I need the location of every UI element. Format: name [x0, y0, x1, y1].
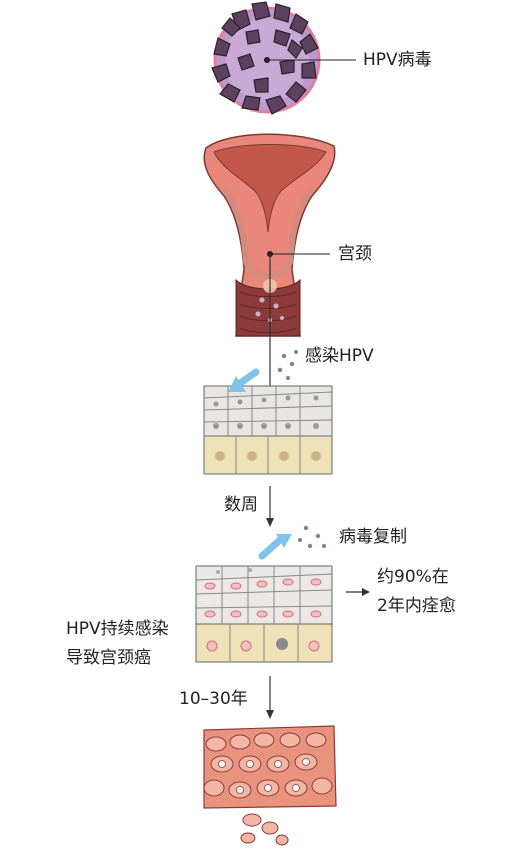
persistent-line-2: 导致宫颈癌	[66, 648, 151, 668]
persistent-line-1: HPV持续感染	[66, 619, 169, 639]
infection-label: 感染HPV	[305, 346, 374, 366]
clearance-line-2: 2年内痊愈	[377, 596, 456, 616]
cervix-label: 宫颈	[338, 244, 372, 264]
clearance-line-1: 约90%在	[377, 567, 449, 587]
replication-label: 病毒复制	[339, 527, 407, 547]
years-label: 10–30年	[179, 689, 248, 709]
weeks-label: 数周	[224, 495, 258, 515]
infected-cells-illustration	[195, 565, 333, 663]
virus-label: HPV病毒	[363, 50, 432, 70]
healthy-cells-illustration	[203, 385, 333, 475]
cancer-cells-illustration	[203, 725, 337, 846]
persistent-infection-label: HPV持续感染 导致宫颈癌	[66, 615, 169, 673]
uterus-cervix-illustration	[203, 133, 336, 337]
hpv-virus-illustration	[211, 1, 321, 115]
clearance-label: 约90%在 2年内痊愈	[377, 563, 456, 621]
